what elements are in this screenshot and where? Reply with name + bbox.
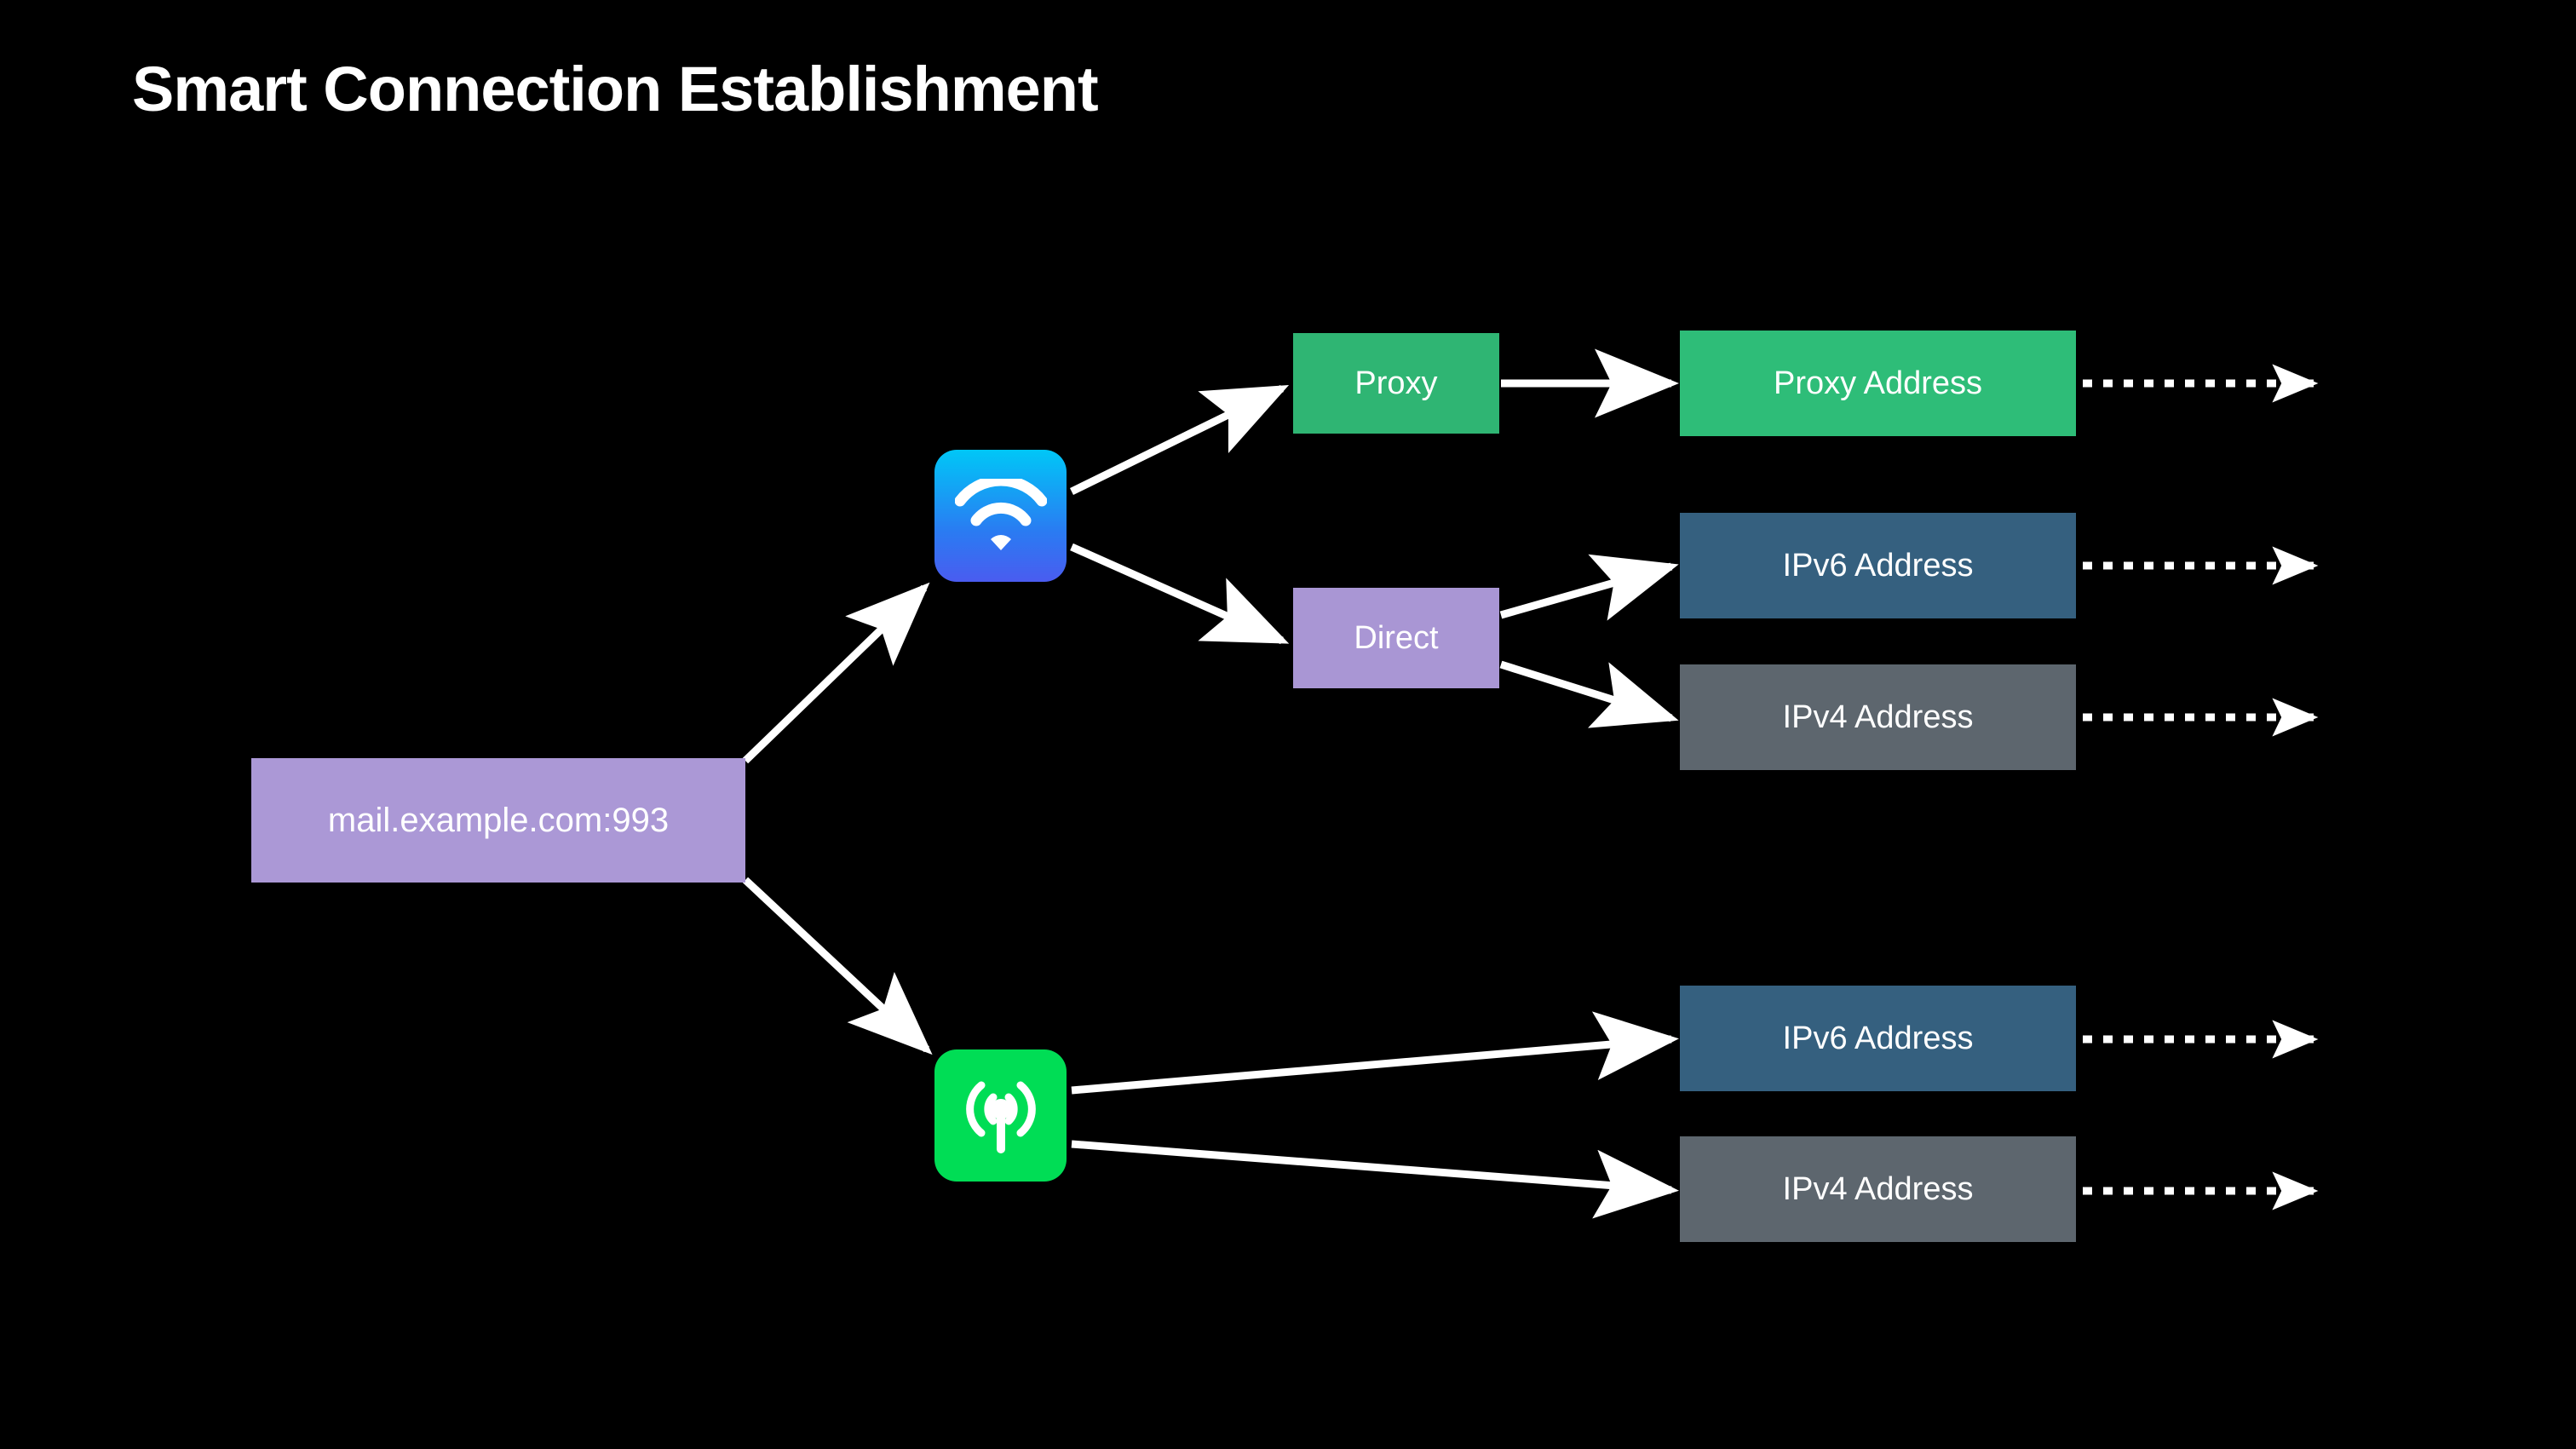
edge-wifi-to-direct [1070,543,1290,645]
edge-direct-to-ipv4 [1499,660,1679,728]
antenna-glyph [965,1081,1036,1153]
wifi-icon[interactable] [934,450,1067,582]
node-proxy-address[interactable]: Proxy Address [1680,331,2076,436]
edge-direct-to-ipv6 [1499,554,1679,621]
edge-cellular-to-ipv4 [1071,1140,1679,1219]
wifi-glyph [954,478,1047,550]
cellular-antenna-icon[interactable] [934,1049,1067,1182]
node-ipv4-address-cellular-label: IPv4 Address [1782,1170,1974,1207]
node-ipv6-address-cellular[interactable]: IPv6 Address [1680,986,2076,1091]
node-ipv6-address-direct-label: IPv6 Address [1782,547,1974,584]
node-source-label: mail.example.com:993 [327,801,670,839]
node-ipv6-address-direct[interactable]: IPv6 Address [1680,513,2076,618]
node-direct[interactable]: Direct [1293,588,1499,688]
node-direct-label: Direct [1354,619,1439,656]
edge-source-to-cellular [742,877,933,1055]
node-proxy-address-label: Proxy Address [1774,365,1982,401]
page-title: Smart Connection Establishment [132,54,1099,124]
node-proxy-label: Proxy [1354,365,1438,401]
edge-source-to-wifi [742,582,930,764]
node-proxy[interactable]: Proxy [1293,333,1499,434]
edge-wifi-to-proxy [1070,384,1290,496]
node-ipv4-address-direct[interactable]: IPv4 Address [1680,664,2076,770]
node-ipv4-address-cellular[interactable]: IPv4 Address [1680,1136,2076,1242]
node-source-host[interactable]: mail.example.com:993 [251,758,745,883]
node-ipv4-address-direct-label: IPv4 Address [1782,699,1974,735]
node-ipv6-address-cellular-label: IPv6 Address [1782,1020,1974,1056]
edge-cellular-to-ipv6 [1071,1011,1679,1095]
